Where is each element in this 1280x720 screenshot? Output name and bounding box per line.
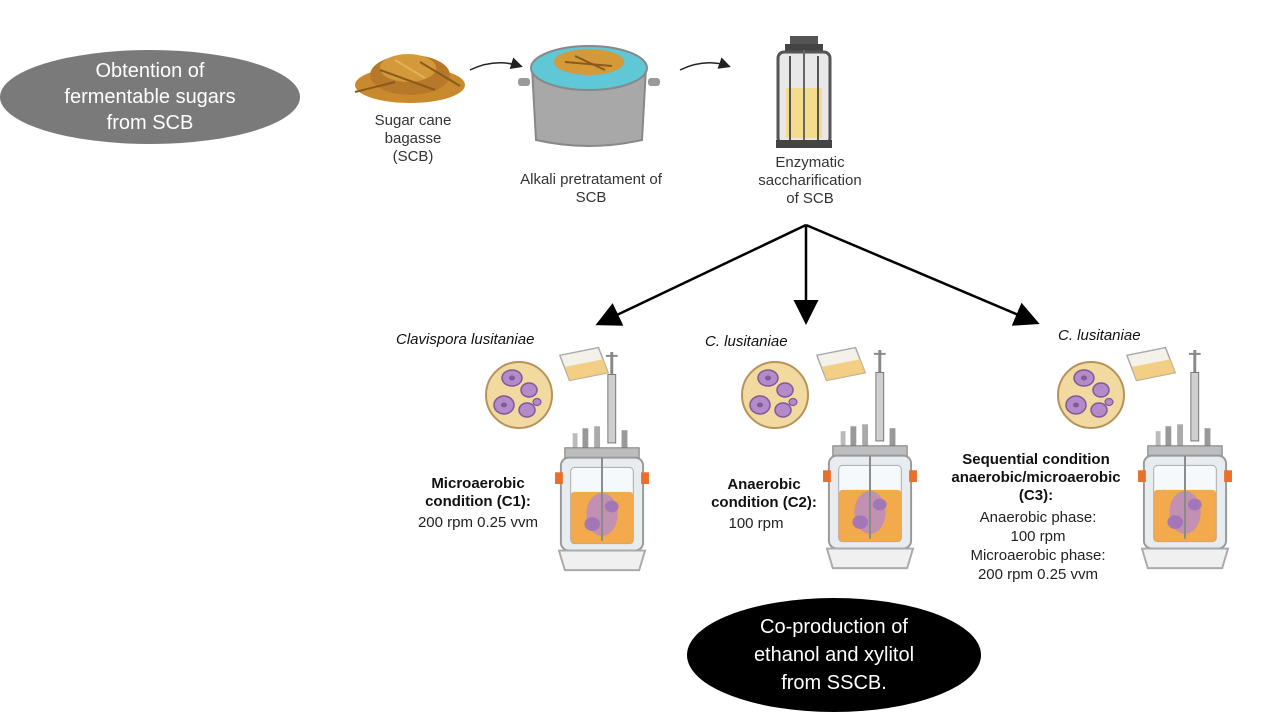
step-label-bagasse: Sugar cane bagasse (SCB) [374,112,452,165]
condition-title-c1: Microaerobic condition (C1): [425,475,531,510]
saccharification-reactor-icon [776,36,832,148]
step-arrow-1 [469,57,523,71]
condition-params-c1: 200 rpm 0.25 vvm [417,514,539,531]
bagasse-pile-icon [354,54,465,103]
section-title-sugars: Obtention of fermentable sugars from SCB [64,60,236,134]
bioreactor-icon [1136,348,1234,570]
species-label-c2: C. lusitaniae [705,333,788,350]
yeast-cells-icon [485,361,553,429]
pour-flask-icon [1126,346,1176,382]
species-label-c3: C. lusitaniae [1058,327,1141,344]
section-ellipse-coproduction: Co-production of ethanol and xylitol fro… [687,598,981,712]
condition-title-c2: Anaerobic condition (C2): [711,476,817,511]
yeast-cells-icon [1057,361,1125,429]
step-label-saccharification: Enzymatic saccharification of SCB [758,154,862,207]
pour-flask-icon [559,346,609,382]
condition-params-c2: 100 rpm [728,515,784,532]
yeast-cells-icon [741,361,809,429]
section-title-coproduction: Co-production of ethanol and xylitol fro… [753,616,915,694]
step-arrow-2 [679,57,731,71]
bioreactor-icon [553,350,651,572]
section-ellipse-sugars: Obtention of fermentable sugars from SCB [0,50,300,144]
condition-title-c3: Sequential condition anaerobic/microaero… [951,451,1121,504]
bioreactor-icon [821,348,919,570]
branch-arrow-c1 [595,223,807,326]
branch-arrow-c3 [805,223,1040,326]
cooking-pot-icon [518,45,660,147]
species-label-c1: Clavispora lusitaniae [396,331,535,348]
step-label-pretreatment: Alkali pretratament of SCB [520,171,662,206]
pour-flask-icon [816,346,866,382]
condition-params-c3: Anaerobic phase: 100 rpm Microaerobic ph… [970,509,1106,583]
